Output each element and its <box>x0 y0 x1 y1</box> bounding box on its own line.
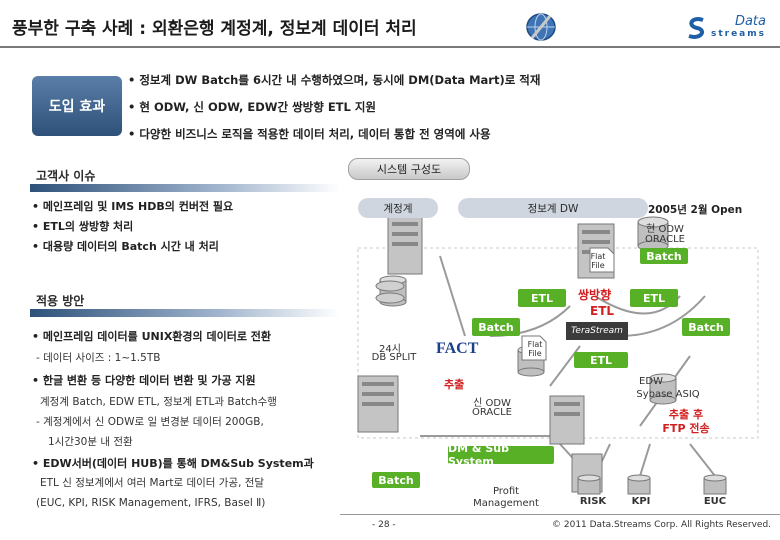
diagram-region <box>357 247 759 439</box>
new-odw-server-icon <box>549 395 585 445</box>
batch-bottom-label: Batch <box>372 472 420 488</box>
flat-file-icon-1 <box>589 247 615 273</box>
new-odw-label: 신 ODW <box>473 398 511 409</box>
dbsplit-label: DB SPLIT <box>371 352 417 363</box>
copyright: © 2011 Data.Streams Corp. All Rights Res… <box>552 520 772 530</box>
euc-database-icon <box>703 474 727 495</box>
page-title: 풍부한 구축 사례 : 외환은행 계정계, 정보계 데이터 처리 <box>12 19 417 39</box>
approach-line-9: (EUC, KPI, RISK Management, IFRS, Basel … <box>36 497 266 509</box>
extract-label: 추출 <box>444 378 465 391</box>
info-dw-label: 정보계 DW <box>458 198 648 218</box>
terastream-logo: TeraStream <box>566 322 628 340</box>
euc-label: EUC <box>703 496 727 507</box>
logo-line2: streams <box>710 29 766 39</box>
approach-line-7: • EDW서버(데이터 HUB)를 통해 DM&Sub System과 <box>32 457 314 470</box>
oracle-label-1: ORACLE <box>645 234 685 245</box>
edw-label: EDW <box>639 376 663 387</box>
etl-left-label: ETL <box>518 289 566 307</box>
page-number: - 28 - <box>372 520 396 530</box>
intro-item-3: • 다양한 비즈니스 로직을 적용한 데이터 처리, 데이터 통합 전 영역에 … <box>128 127 491 141</box>
bidirectional-etl-label: ETL <box>590 304 615 318</box>
euc-connector <box>689 443 716 477</box>
bidirectional-label: 쌍방향 <box>578 288 612 302</box>
approach-line-1: • 메인프레임 데이터를 UNIX환경의 데이터로 전환 <box>32 330 272 343</box>
current-odw-label: 현 ODW <box>646 224 684 235</box>
open-date-label: 2005년 2월 Open <box>648 204 743 216</box>
flat-file-label-1: Flat File <box>590 252 606 270</box>
oracle-label-2: ORACLE <box>472 407 512 418</box>
approach-line-3: • 한글 변환 등 다양한 데이터 변환 및 가공 지원 <box>32 374 256 387</box>
streams-logo-icon <box>688 17 704 39</box>
issue-item-3: • 대용량 데이터의 Batch 시간 내 처리 <box>32 240 219 253</box>
diagram-canvas <box>357 215 759 495</box>
approach-heading: 적용 방안 <box>36 294 85 308</box>
intro-item-1: • 정보계 DW Batch를 6시간 내 수행하였으며, 동시에 DM(Dat… <box>128 73 541 87</box>
sybase-label: Sybase ASIQ <box>636 389 700 400</box>
approach-line-6: 1시간30분 내 전환 <box>48 436 133 448</box>
intro-label: 도입 효과 <box>32 76 122 136</box>
approach-line-2: - 데이터 사이즈 : 1~1.5TB <box>36 352 161 364</box>
disk-stack-left-icon <box>375 280 405 304</box>
flat-file-label-2: Flat File <box>527 340 543 358</box>
approach-line-5: - 계정계에서 신 ODW로 일 변경분 데이터 200GB, <box>36 416 264 428</box>
risk-database-icon <box>577 474 601 495</box>
company-logo: Data streams <box>685 14 766 40</box>
batch-green-label: Batch <box>640 248 688 264</box>
title-divider <box>0 46 780 48</box>
flat-file-icon-2 <box>521 335 547 361</box>
issue-item-2: • ETL의 쌍방향 처리 <box>32 220 134 233</box>
logo-line1: Data <box>734 14 766 29</box>
mainframe-server-icon <box>387 215 423 275</box>
etl-right-label: ETL <box>630 289 678 307</box>
kpi-database-icon <box>627 474 651 495</box>
dbsplit-time-label: 24시 <box>379 344 401 355</box>
approach-line-8: ETL 신 정보계에서 여러 Mart로 데이터 가공, 전달 <box>40 477 265 489</box>
fact-logo: FACT <box>436 340 479 357</box>
extract-ftp-label: 추출 후 FTP 전송 <box>662 408 710 435</box>
approach-line-4: 계정계 Batch, EDW ETL, 정보계 ETL과 Batch수행 <box>40 396 277 408</box>
risk-label: RISK <box>579 496 607 507</box>
batch-arc-right <box>619 295 706 337</box>
dbsplit-connector <box>439 255 466 337</box>
profit-management-label: Profit Management <box>473 486 539 509</box>
issues-heading-bar <box>30 184 340 192</box>
kpi-label: KPI <box>631 496 651 507</box>
footer-divider <box>340 514 780 515</box>
account-system-label: 계정계 <box>358 198 438 218</box>
issues-heading: 고객사 이슈 <box>36 169 96 183</box>
dm-sub-system-label: DM & Sub System <box>448 442 554 468</box>
batch-left-label: Batch <box>472 318 520 336</box>
diagram-heading: 시스템 구성도 <box>348 158 470 180</box>
globe-icon <box>524 12 558 42</box>
approach-heading-bar <box>30 309 340 317</box>
kpi-connector <box>639 443 651 477</box>
intro-item-2: • 현 ODW, 신 ODW, EDW간 쌍방향 ETL 지원 <box>128 100 377 114</box>
etl-bottom-label: ETL <box>574 352 628 368</box>
batch-right-label: Batch <box>682 318 730 336</box>
edw-server-icon <box>357 375 399 433</box>
issue-item-1: • 메인프레임 및 IMS HDB의 컨버전 필요 <box>32 200 234 213</box>
edw-database-icon <box>649 373 677 405</box>
